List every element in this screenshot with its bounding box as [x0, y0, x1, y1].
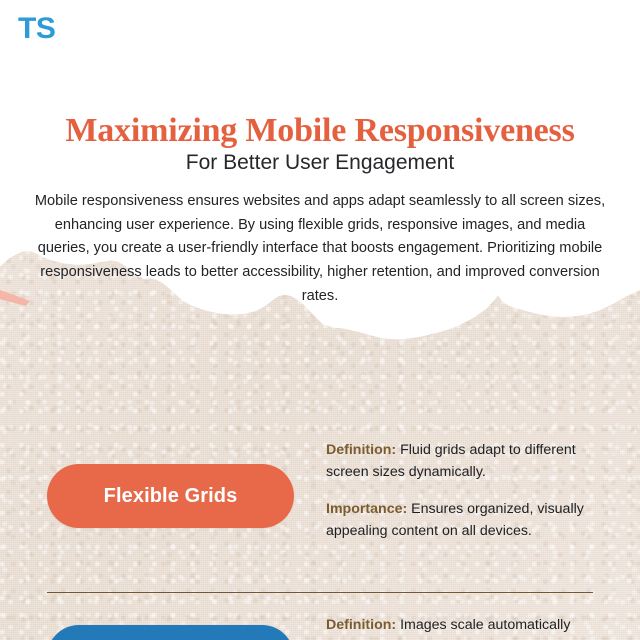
intro-paragraph: Mobile responsiveness ensures websites a… [34, 193, 606, 304]
importance-value: Ensures organized, visually appealing co… [326, 501, 584, 539]
brand-logo[interactable]: TS [18, 12, 56, 45]
section-detail-responsive-images: Definition: Images scale automatically [326, 615, 616, 637]
page-title: Maximizing Mobile Responsiveness [65, 111, 575, 149]
section-pill-responsive-images[interactable] [47, 625, 294, 640]
page-subtitle: For Better User Engagement [185, 151, 455, 174]
section-detail-flexible-grids: Definition: Fluid grids adapt to differe… [326, 440, 616, 542]
definition-label: Definition: [326, 617, 397, 633]
importance-label: Importance: [326, 501, 408, 518]
section-row-flexible-grids: Flexible Grids Definition: Fluid grids a… [0, 434, 640, 584]
section-pill-flexible-grids[interactable]: Flexible Grids [47, 464, 294, 528]
definition-label: Definition: [326, 442, 397, 458]
importance-paragraph: Importance: Ensures organized, visually … [326, 499, 616, 542]
definition-value: Images scale automatically [396, 617, 571, 633]
section-divider [47, 592, 593, 593]
section-row-responsive-images: Definition: Images scale automatically [0, 614, 640, 640]
definition-paragraph: Definition: Images scale automatically [326, 615, 616, 637]
definition-paragraph: Definition: Fluid grids adapt to differe… [326, 440, 616, 483]
definition-value: Fluid grids adapt to different screen si… [326, 442, 576, 480]
